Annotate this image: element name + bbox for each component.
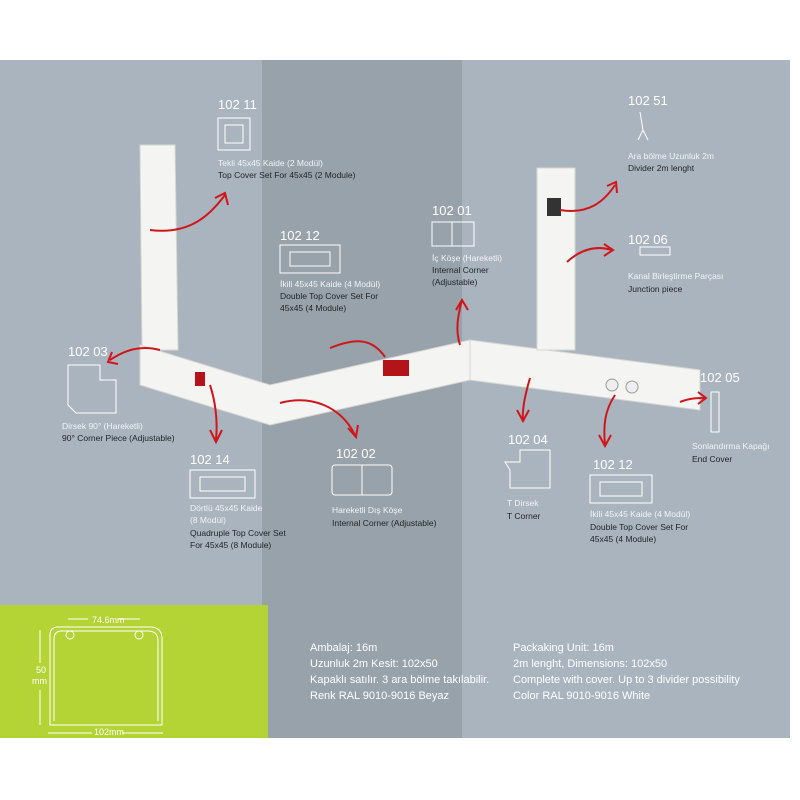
- quadruple-top-cover-icon: [189, 469, 256, 499]
- arrow: [679, 391, 708, 405]
- arrow: [455, 298, 469, 346]
- part-code: 102 14: [190, 452, 230, 467]
- part-name-tr: Hareketli Dış Köşe: [332, 505, 403, 515]
- cross-section-drawing: [39, 618, 163, 734]
- cross-section-panel: 74.6mm 50 mm 102mm: [0, 605, 268, 738]
- part-name-en: Double Top Cover Set For 45x45 (4 Module…: [280, 291, 379, 313]
- part-code: 102 12: [593, 457, 633, 472]
- internal-corner-icon: [431, 221, 475, 247]
- red-socket-middle: [383, 360, 409, 376]
- spec-turkish: Ambalaj: 16m Uzunluk 2m Kesit: 102x50 Ka…: [310, 640, 489, 704]
- part-name-en: End Cover: [692, 454, 733, 464]
- arrow: [149, 191, 229, 232]
- part-name-tr: T Dirsek: [507, 498, 539, 508]
- part-code: 102 02: [336, 446, 376, 461]
- t-corner-icon: [504, 449, 551, 489]
- spec-line: Ambalaj: 16m: [310, 642, 378, 654]
- left-horizontal-duct: [139, 339, 471, 426]
- arrow: [516, 377, 531, 424]
- external-corner-icon: [331, 464, 393, 496]
- right-horizontal-duct: [469, 339, 701, 411]
- spec-line: Uzunluk 2m Kesit: 102x50: [310, 658, 438, 670]
- corner-90-icon: [67, 364, 117, 414]
- dimension-height-unit: mm: [32, 676, 47, 686]
- part-code: 102 03: [68, 344, 108, 359]
- part-code: 102 05: [700, 370, 740, 385]
- part-name-en: Quadruple Top Cover Set For 45x45 (8 Mod…: [190, 528, 286, 550]
- spec-line: 2m lenght, Dimensions: 102x50: [513, 658, 668, 670]
- part-name-en: Internal Corner (Adjustable): [332, 518, 437, 528]
- right-vertical-duct: [536, 167, 576, 351]
- part-name-en: T Corner: [507, 511, 541, 521]
- arrow: [329, 340, 386, 358]
- part-name-tr: Tekli 45x45 Kaide (2 Modül): [218, 158, 323, 168]
- dimension-width: 102mm: [94, 727, 125, 737]
- part-name-en: 90° Corner Piece (Adjustable): [62, 433, 175, 443]
- part-name-tr: Sonlandırma Kapağı: [692, 441, 770, 451]
- part-name-tr: İç Köşe (Hareketli): [432, 253, 502, 263]
- spec-line: Renk RAL 9010-9016 Beyaz: [310, 690, 450, 702]
- arrow: [559, 180, 618, 212]
- double-top-cover-icon: [589, 474, 653, 504]
- part-code: 102 04: [508, 432, 548, 447]
- dimension-height: 50: [36, 665, 47, 675]
- top-cover-2-module-icon: [217, 117, 251, 151]
- divider-slot: [547, 198, 561, 216]
- left-vertical-duct: [139, 144, 179, 351]
- part-name-tr: Dirsek 90° (Hareketli): [62, 421, 143, 431]
- part-code: 102 06: [628, 232, 668, 247]
- arrow: [209, 384, 223, 445]
- end-cover-icon: [710, 391, 720, 433]
- white-socket: [625, 380, 639, 394]
- divider-icon: [637, 111, 649, 141]
- spec-english: Packaking Unit: 16m 2m lenght, Dimension…: [513, 640, 740, 704]
- part-code: 102 51: [628, 93, 668, 108]
- arrow: [566, 243, 615, 263]
- part-code: 102 12: [280, 228, 320, 243]
- double-top-cover-icon: [279, 244, 341, 274]
- part-name-en: Junction piece: [628, 284, 683, 294]
- arrow: [106, 347, 161, 365]
- part-label-10211: 102 11: [218, 97, 257, 112]
- junction-piece-icon: [639, 246, 671, 256]
- part-name-en: Internal Corner (Adjustable): [432, 265, 489, 287]
- part-name-tr: Kanal Birleştirme Parçası: [628, 271, 724, 281]
- white-socket: [605, 378, 619, 392]
- red-socket-left: [195, 372, 205, 386]
- part-name-en: Divider 2m lenght: [628, 163, 695, 173]
- part-name-tr: İkili 45x45 Kaide (4 Modül): [590, 509, 691, 519]
- arrow: [598, 394, 616, 449]
- spec-line: Complete with cover. Up to 3 divider pos…: [513, 674, 740, 686]
- part-name-tr: Dörtlü 45x45 Kaide (8 Modül): [190, 503, 263, 525]
- spec-line: Kapaklı satılır. 3 ara bölme takılabilir…: [310, 674, 490, 686]
- arrow: [279, 399, 359, 440]
- part-code: 102 01: [432, 203, 472, 218]
- part-code: 102 11: [218, 97, 257, 112]
- part-name-en: Top Cover Set For 45x45 (2 Module): [218, 170, 356, 180]
- spec-line: Packaking Unit: 16m: [513, 642, 614, 654]
- part-name-en: Double Top Cover Set For 45x45 (4 Module…: [590, 522, 689, 544]
- part-name-tr: İkili 45x45 Kaide (4 Modül): [280, 279, 381, 289]
- part-name-tr: Ara bölme Uzunluk 2m: [628, 151, 714, 161]
- dimension-top: 74.6mm: [92, 615, 125, 625]
- spec-line: Color RAL 9010-9016 White: [513, 690, 651, 702]
